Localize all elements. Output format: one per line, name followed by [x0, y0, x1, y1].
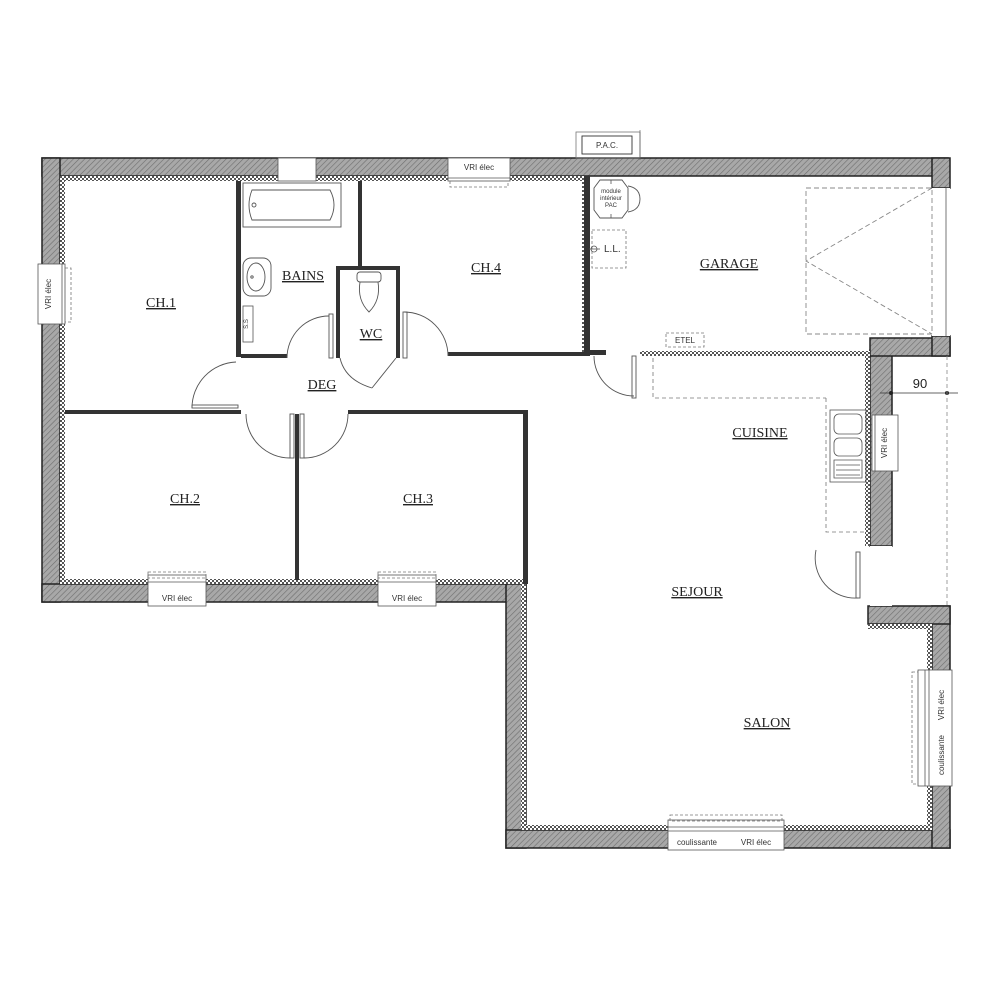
washing-machine: L.L. — [589, 229, 627, 269]
garage-door[interactable] — [805, 187, 933, 335]
svg-text:VRI élec: VRI élec — [880, 428, 889, 458]
svg-text:intérieur: intérieur — [600, 196, 622, 202]
entry-dimension: 90 — [880, 356, 958, 606]
svg-text:coulissante: coulissante — [937, 734, 946, 775]
kitchen-sink — [829, 409, 867, 483]
room-label-cuisine: CUISINE — [732, 426, 787, 441]
room-label-salon: SALON — [744, 716, 791, 731]
room-label-garage: GARAGE — [700, 257, 758, 272]
svg-text:VRI élec: VRI élec — [937, 690, 946, 720]
room-label-ch4: CH.4 — [471, 261, 501, 276]
window-labels: VRI élec VRI élec VRI élec VRI élec VRI … — [44, 163, 946, 847]
svg-text:VRI élec: VRI élec — [741, 838, 771, 847]
shutter-boxes — [64, 180, 919, 822]
svg-text:S.S: S.S — [244, 319, 250, 329]
toilet — [356, 271, 382, 313]
room-label-ch1: CH.1 — [146, 296, 176, 311]
interior-walls — [65, 176, 606, 584]
etel-panel: ETEL — [665, 332, 705, 348]
room-label-bains: BAINS — [282, 269, 324, 284]
room-labels: CH.1 BAINS WC CH.4 DEG CH.2 CH.3 GARAGE … — [146, 257, 790, 731]
svg-text:VRI élec: VRI élec — [464, 163, 494, 172]
room-label-sejour: SEJOUR — [671, 585, 723, 600]
wc-door[interactable] — [339, 357, 397, 389]
room-label-wc: WC — [360, 327, 383, 342]
pac-module: module intérieur PAC — [593, 179, 641, 219]
svg-text:PAC: PAC — [605, 203, 618, 209]
bathtub — [242, 182, 342, 228]
svg-text:90: 90 — [913, 376, 927, 391]
svg-text:coulissante: coulissante — [677, 838, 718, 847]
svg-text:L.L.: L.L. — [604, 244, 621, 255]
doors[interactable] — [191, 311, 861, 599]
svg-text:VRI élec: VRI élec — [392, 594, 422, 603]
svg-text:VRI élec: VRI élec — [44, 279, 53, 309]
towel-dryer: S.S — [242, 305, 254, 343]
pac-outdoor-unit: P.A.C. — [575, 130, 641, 160]
svg-text:ETEL: ETEL — [675, 336, 696, 345]
room-label-deg: DEG — [308, 378, 337, 393]
washbasin — [242, 257, 272, 297]
svg-text:P.A.C.: P.A.C. — [596, 141, 618, 150]
kitchen-counter — [652, 358, 866, 533]
svg-text:VRI élec: VRI élec — [162, 594, 192, 603]
room-label-ch2: CH.2 — [170, 492, 200, 507]
window-openings — [37, 157, 953, 851]
svg-text:module: module — [601, 189, 621, 195]
room-label-ch3: CH.3 — [403, 492, 433, 507]
